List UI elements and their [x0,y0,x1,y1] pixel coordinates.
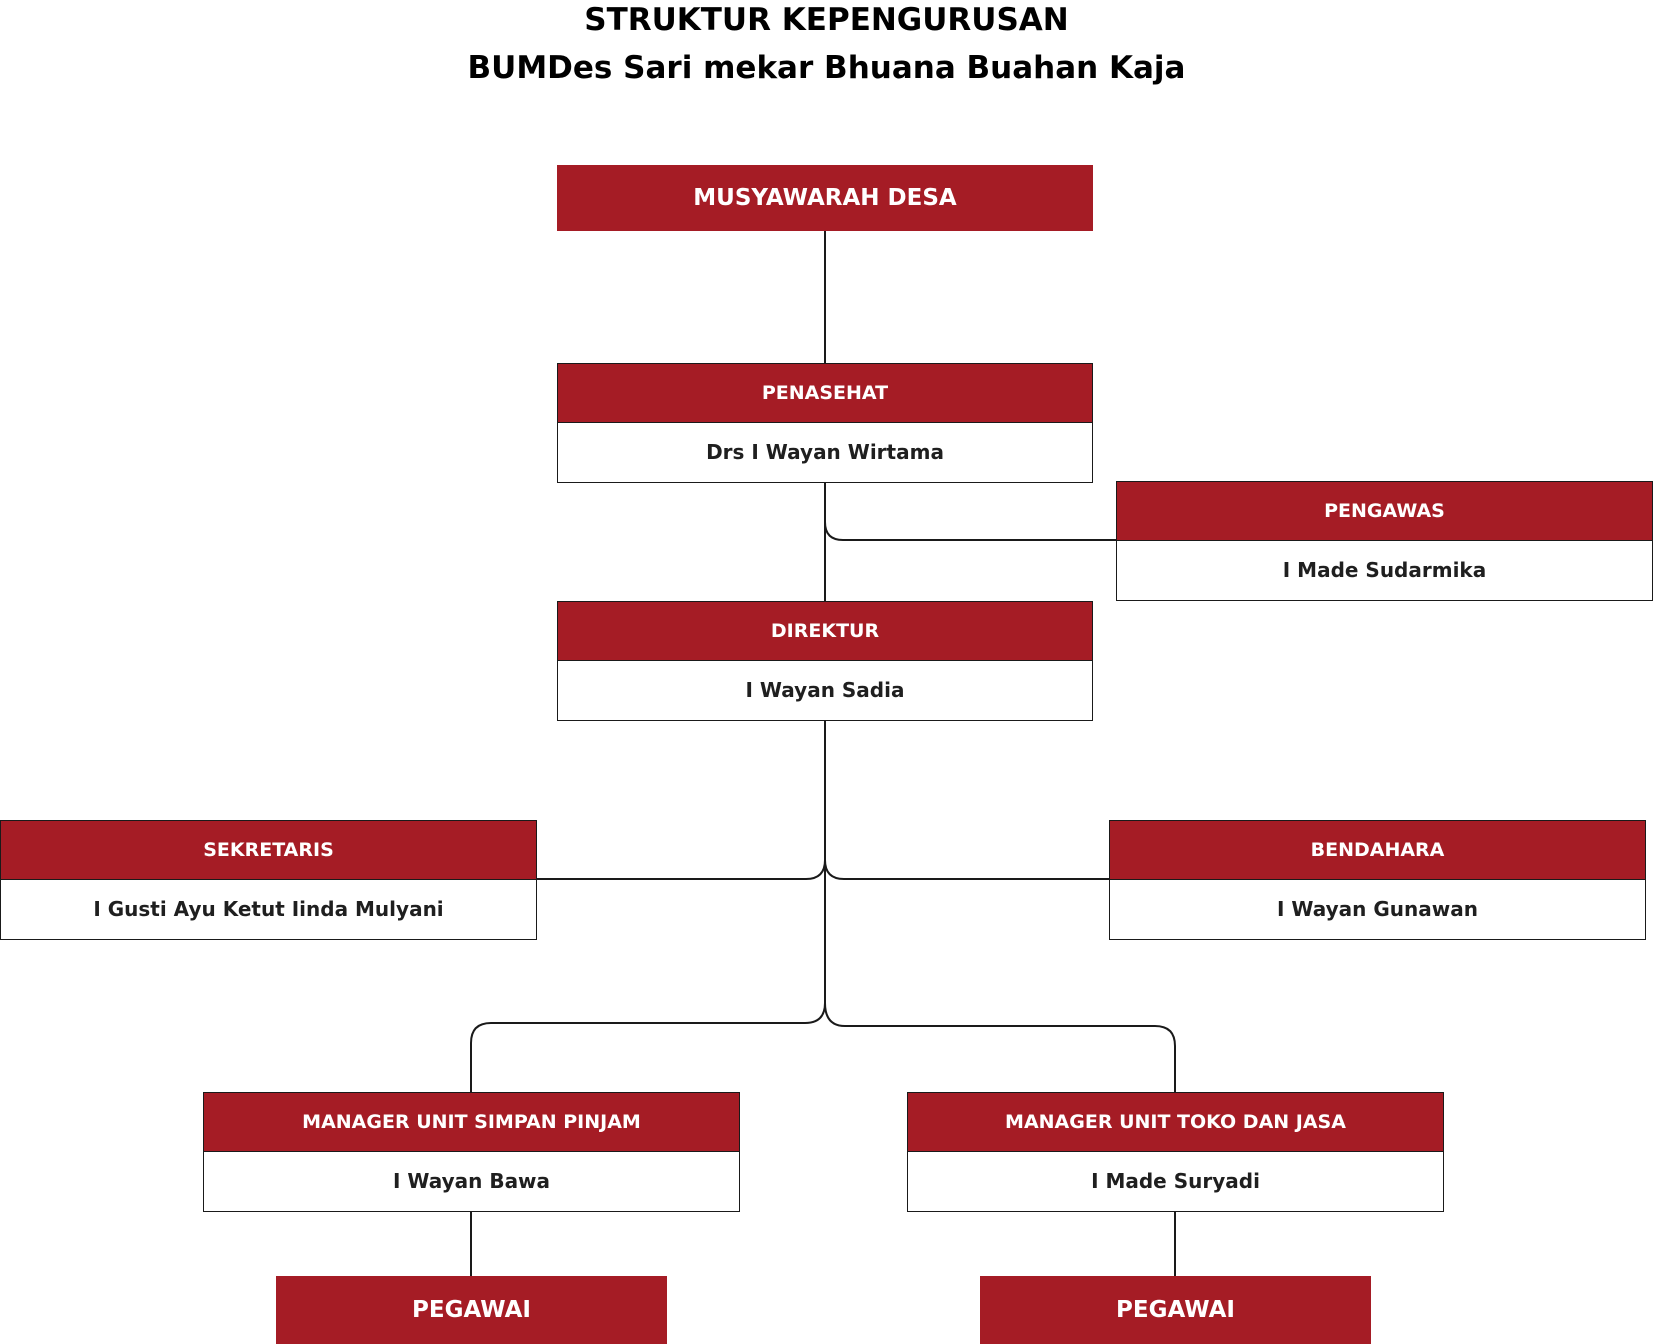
edge-direktur-manager-tj [824,1002,1176,1092]
node-pegawai-toko-jasa: PEGAWAI [980,1276,1371,1344]
edge-direktur-sekretaris [537,859,826,880]
node-manager-toko-jasa: MANAGER UNIT TOKO DAN JASA I Made Suryad… [907,1092,1444,1212]
node-person-name: I Wayan Gunawan [1110,880,1645,938]
node-bendahara: BENDAHARA I Wayan Gunawan [1109,820,1646,940]
edge-penasehat-pengawas [824,508,1116,541]
node-pegawai-simpan-pinjam: PEGAWAI [276,1276,667,1344]
node-sekretaris: SEKRETARIS I Gusti Ayu Ketut Iinda Mulya… [0,820,537,940]
node-role: BENDAHARA [1110,821,1645,880]
node-person-name: Drs I Wayan Wirtama [558,423,1092,481]
node-role: DIREKTUR [558,602,1092,661]
chart-title: STRUKTUR KEPENGURUSAN [584,2,1069,38]
node-role: SEKRETARIS [1,821,536,880]
node-pengawas: PENGAWAS I Made Sudarmika [1116,481,1653,601]
node-penasehat: PENASEHAT Drs I Wayan Wirtama [557,363,1093,483]
node-person-name: I Made Sudarmika [1117,541,1652,599]
node-role: PENASEHAT [558,364,1092,423]
node-direktur: DIREKTUR I Wayan Sadia [557,601,1093,721]
node-role: MANAGER UNIT SIMPAN PINJAM [204,1093,739,1152]
node-manager-simpan-pinjam: MANAGER UNIT SIMPAN PINJAM I Wayan Bawa [203,1092,740,1212]
node-musyawarah-desa: MUSYAWARAH DESA [557,165,1093,231]
edge-direktur-manager-sp [470,1002,826,1092]
node-person-name: I Made Suryadi [908,1152,1443,1210]
node-person-name: I Wayan Bawa [204,1152,739,1210]
node-person-name: I Wayan Sadia [558,661,1092,719]
chart-subtitle: BUMDes Sari mekar Bhuana Buahan Kaja [467,50,1186,86]
node-role: PENGAWAS [1117,482,1652,541]
node-person-name: I Gusti Ayu Ketut Iinda Mulyani [1,880,536,938]
edge-direktur-bendahara [824,859,1109,880]
node-role: MANAGER UNIT TOKO DAN JASA [908,1093,1443,1152]
